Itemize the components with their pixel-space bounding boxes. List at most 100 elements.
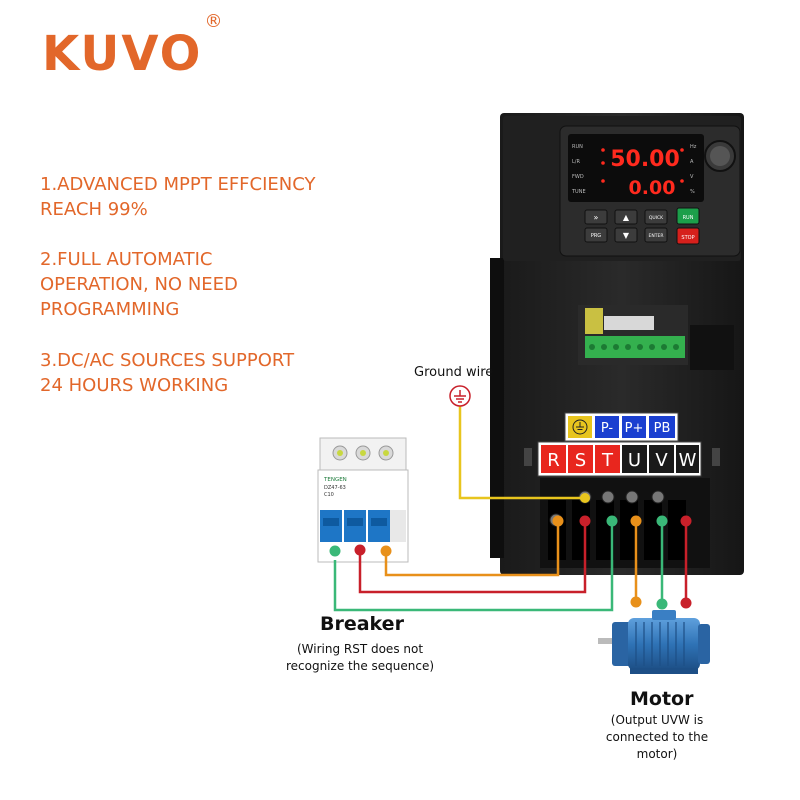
slot bbox=[524, 448, 532, 466]
feature-3-line-2: 24 HOURS WORKING bbox=[40, 375, 229, 396]
motor-note: (Output UVW is connected to the motor) bbox=[592, 712, 722, 763]
control-terminal-block bbox=[585, 336, 685, 358]
breaker-screw-head bbox=[337, 450, 343, 456]
feature-3: 3.DC/AC SOURCES SUPPORT 24 HOURS WORKING bbox=[40, 348, 294, 398]
terminal-slot bbox=[644, 500, 662, 560]
dot-u bbox=[630, 515, 642, 527]
breaker-brand: TENGEN bbox=[323, 477, 347, 483]
motor-note-line-2: connected to the bbox=[605, 730, 709, 744]
terminal-dots bbox=[329, 493, 692, 610]
terminal-t-label: T bbox=[601, 450, 614, 471]
indicator-fwd: FWD bbox=[572, 174, 584, 180]
run-button[interactable] bbox=[676, 207, 700, 225]
prg-button[interactable] bbox=[584, 227, 608, 243]
indicator-tune: TUNE bbox=[571, 189, 586, 195]
control-screw bbox=[601, 344, 607, 350]
brand-name: KUVO bbox=[42, 26, 203, 82]
feature-1-line-1: 1.ADVANCED MPPT EFFCIENCY bbox=[40, 174, 316, 195]
indicator-a: A bbox=[690, 159, 694, 165]
led-3 bbox=[601, 179, 605, 183]
feature-2: 2.FULL AUTOMATIC OPERATION, NO NEED PROG… bbox=[40, 247, 238, 322]
quick-button-label: QUICK bbox=[649, 215, 664, 221]
terminal-p-plus bbox=[622, 416, 646, 438]
run-button-label: RUN bbox=[683, 215, 694, 221]
terminal-p-plus-label: P+ bbox=[625, 421, 644, 436]
indicator-run: RUN bbox=[572, 144, 583, 150]
terminal-pb-label: PB bbox=[654, 421, 671, 436]
led-2 bbox=[601, 161, 605, 165]
shift-button[interactable] bbox=[584, 209, 608, 225]
motor-base bbox=[630, 668, 698, 674]
control-connector bbox=[604, 316, 654, 330]
stop-button-label: STOP bbox=[681, 235, 694, 241]
terminal-slot bbox=[596, 500, 614, 560]
knob-cap bbox=[710, 146, 730, 166]
motor-housing bbox=[628, 618, 700, 670]
stop-button[interactable] bbox=[676, 227, 700, 245]
breaker-note-line-1: (Wiring RST does not bbox=[296, 642, 424, 656]
terminal-pb bbox=[649, 416, 675, 438]
up-icon: ▲ bbox=[623, 213, 630, 222]
dot-breaker-3 bbox=[380, 545, 392, 557]
down-button[interactable] bbox=[614, 227, 638, 243]
breaker-switch-handle bbox=[347, 518, 363, 526]
inverter-side-rail bbox=[490, 258, 504, 558]
dot-breaker-2 bbox=[354, 544, 366, 556]
wires bbox=[333, 400, 688, 612]
indicator-lr: L/R bbox=[572, 159, 580, 165]
motor-fan-cover bbox=[698, 624, 710, 664]
terminal-w-label: W bbox=[679, 450, 697, 471]
breaker-title: Breaker bbox=[320, 613, 404, 635]
dot-t bbox=[606, 515, 618, 527]
motor-front-flange bbox=[612, 622, 632, 666]
quick-button[interactable] bbox=[644, 209, 668, 225]
down-icon: ▼ bbox=[623, 231, 630, 240]
breaker-side bbox=[390, 510, 406, 542]
ground-wire bbox=[458, 400, 585, 500]
terminal-screw bbox=[625, 490, 639, 504]
control-screw bbox=[589, 344, 595, 350]
wire-r-orange bbox=[384, 521, 560, 577]
led-4 bbox=[680, 148, 684, 152]
dot-motor-w bbox=[680, 597, 692, 609]
enter-button[interactable] bbox=[644, 227, 668, 243]
dot-w bbox=[680, 515, 692, 527]
terminal-t bbox=[595, 445, 620, 473]
dot-ground bbox=[580, 493, 590, 503]
keypad-buttons: » ▲ QUICK RUN PRG ▼ ENTER STOP bbox=[584, 207, 700, 245]
terminal-p-minus-label: P- bbox=[601, 421, 614, 436]
control-chip bbox=[585, 308, 603, 334]
wire-t-green bbox=[333, 521, 614, 612]
dot-r bbox=[552, 515, 564, 527]
feature-1: 1.ADVANCED MPPT EFFCIENCY REACH 99% bbox=[40, 172, 316, 222]
display-main: 50.00 bbox=[610, 147, 680, 172]
terminal-slot bbox=[572, 500, 590, 560]
feature-1-line-2: REACH 99% bbox=[40, 199, 148, 220]
prg-button-label: PRG bbox=[591, 233, 601, 239]
terminal-v bbox=[649, 445, 674, 473]
motor-note-line-3: motor) bbox=[636, 747, 678, 761]
wire-s-red bbox=[358, 521, 587, 594]
led-1 bbox=[601, 148, 605, 152]
feature-2-line-1: 2.FULL AUTOMATIC bbox=[40, 249, 213, 270]
dot-v bbox=[656, 515, 668, 527]
display-sub: 0.00 bbox=[629, 177, 676, 199]
terminal-s bbox=[568, 445, 593, 473]
terminal-r bbox=[541, 445, 566, 473]
control-screw bbox=[673, 344, 679, 350]
dot-motor-u bbox=[630, 596, 642, 608]
registered-mark: ® bbox=[204, 11, 225, 32]
control-screw bbox=[637, 344, 643, 350]
slot bbox=[712, 448, 720, 466]
breaker-switch-handle bbox=[323, 518, 339, 526]
terminal-p-minus bbox=[595, 416, 619, 438]
breaker-rating: C10 bbox=[324, 492, 334, 498]
terminal-u bbox=[622, 445, 647, 473]
breaker-screw-head bbox=[383, 450, 389, 456]
up-button[interactable] bbox=[614, 209, 638, 225]
ground-symbol-icon bbox=[572, 419, 588, 435]
feature-2-line-3: PROGRAMMING bbox=[40, 299, 180, 320]
motor bbox=[598, 610, 710, 674]
terminal-u-label: U bbox=[628, 450, 641, 471]
